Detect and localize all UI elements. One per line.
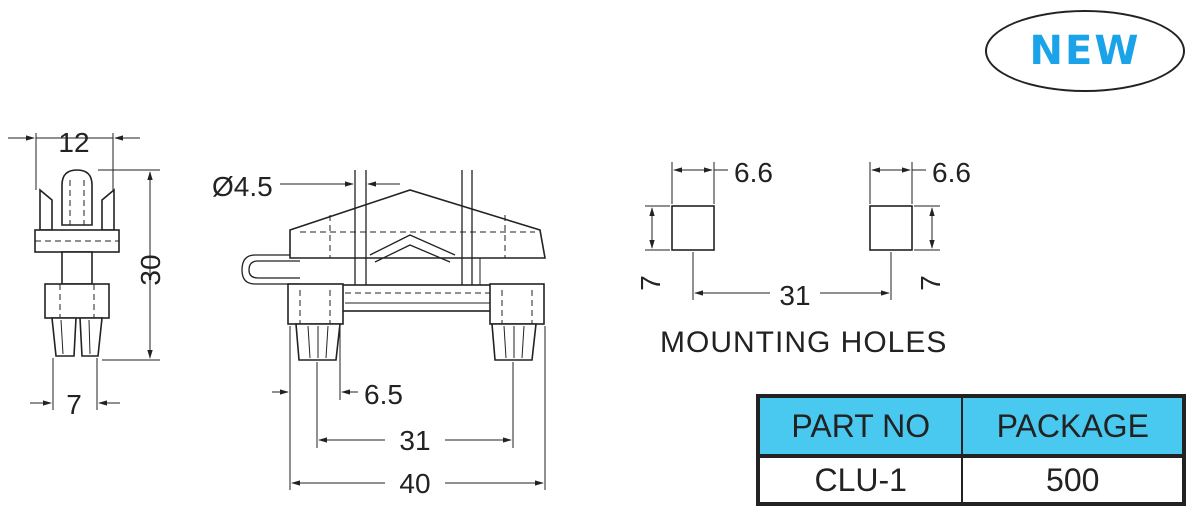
front-view: Ø4.5 6.5 31 40 [212, 170, 546, 499]
dim-right-hole-size: 6.6 [932, 157, 971, 188]
side-leg-left [51, 317, 77, 357]
dim-overall-width: 40 [399, 468, 430, 499]
new-badge-text: NEW [1029, 28, 1141, 74]
front-body-top [289, 189, 546, 259]
dim-right-hole-height: 7 [915, 275, 946, 291]
dim-side-width-top: 12 [58, 127, 89, 158]
side-jaw-left [39, 188, 53, 231]
front-foot-left [287, 283, 344, 325]
dim-leg-width: 6.5 [364, 379, 403, 410]
wire-loop [241, 254, 300, 285]
new-badge: NEW [985, 10, 1185, 92]
table-header-row: PART NO PACKAGE [756, 395, 1185, 458]
header-part-no: PART NO [756, 395, 964, 458]
mounting-hole-left [671, 205, 715, 251]
side-pin [61, 169, 93, 226]
dim-hole-diameter: Ø4.5 [212, 171, 273, 202]
dim-leg-spacing: 31 [399, 425, 430, 456]
front-foot-right [489, 283, 545, 325]
side-view: 12 30 7 [8, 127, 166, 420]
front-bar [339, 284, 501, 312]
parts-table: PART NO PACKAGE CLU-1 500 [756, 394, 1186, 506]
mounting-holes: 6.6 7 6.6 7 31 [635, 157, 971, 311]
header-package: PACKAGE [961, 395, 1185, 458]
side-base [44, 283, 110, 319]
side-leg-right [79, 317, 103, 357]
dim-left-hole-size: 6.6 [734, 157, 773, 188]
dim-side-height: 30 [135, 254, 166, 285]
cell-part-no: CLU-1 [756, 455, 964, 505]
mounting-hole-right [869, 205, 913, 251]
side-jaw-right [101, 188, 115, 231]
dim-side-width-bottom: 7 [66, 389, 82, 420]
dim-left-hole-height: 7 [635, 275, 666, 291]
dim-hole-spacing: 31 [779, 280, 810, 311]
side-neck [61, 251, 93, 285]
mounting-holes-caption: MOUNTING HOLES [660, 326, 948, 359]
cell-package: 500 [961, 455, 1185, 505]
table-row: CLU-1 500 [756, 455, 1185, 505]
